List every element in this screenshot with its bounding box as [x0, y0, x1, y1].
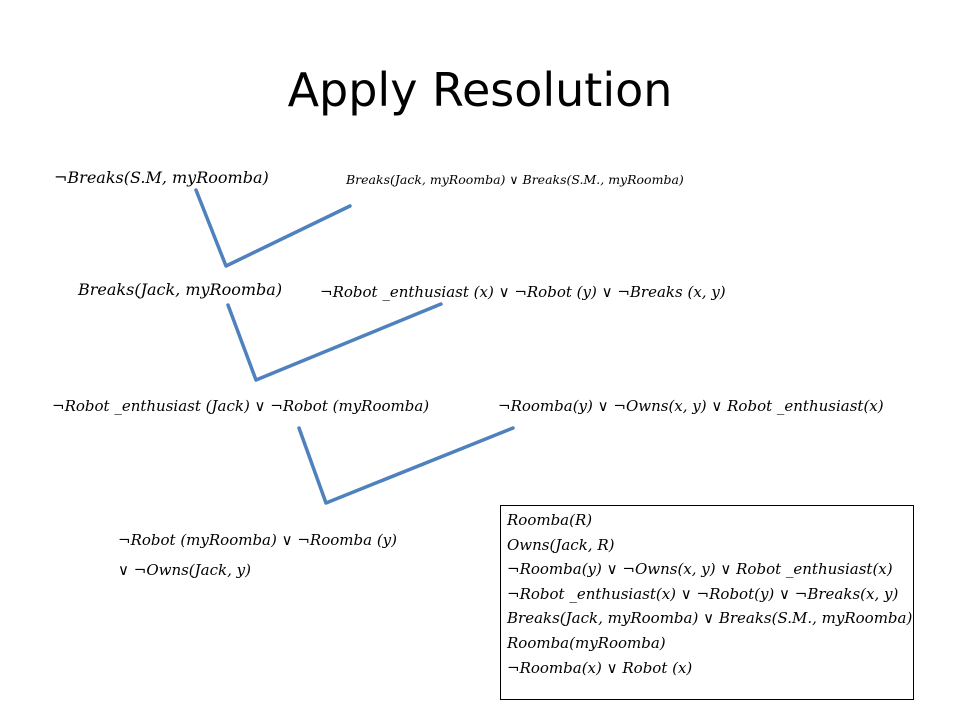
clause-final-resolvent-line-1: ¬Robot (myRoomba) ∨ ¬Roomba (y): [118, 531, 398, 549]
kb-clause: ¬Roomba(x) ∨ Robot (x): [507, 658, 693, 677]
connector-step-2: [226, 302, 443, 382]
knowledge-base-box: Roomba(R) Owns(Jack, R) ¬Roomba(y) ∨ ¬Ow…: [500, 505, 914, 700]
clause-breaks-disjunction: Breaks(Jack, myRoomba) ∨ Breaks(S.M., my…: [346, 172, 684, 187]
kb-clause: Breaks(Jack, myRoomba) ∨ Breaks(S.M., my…: [507, 609, 913, 628]
kb-clause: ¬Robot _enthusiast(x) ∨ ¬Robot(y) ∨ ¬Bre…: [507, 584, 899, 603]
connector-step-3: [297, 426, 515, 505]
clause-final-resolvent-line-2: ∨ ¬Owns(Jack, y): [118, 561, 251, 579]
slide-title: Apply Resolution: [287, 63, 673, 117]
clause-resolvent-jack: ¬Robot _enthusiast (Jack) ∨ ¬Robot (myRo…: [52, 397, 430, 415]
kb-clause: Owns(Jack, R): [507, 535, 615, 554]
kb-clause: Roomba(myRoomba): [507, 633, 666, 652]
clause-roomba-owns-rule: ¬Roomba(y) ∨ ¬Owns(x, y) ∨ Robot _enthus…: [498, 397, 884, 415]
kb-clause: Roomba(R): [507, 511, 593, 529]
clause-breaks-jack: Breaks(Jack, myRoomba): [78, 280, 283, 299]
clause-not-breaks-sm: ¬Breaks(S.M, myRoomba): [54, 168, 269, 187]
clause-robot-enthusiast-rule: ¬Robot _enthusiast (x) ∨ ¬Robot (y) ∨ ¬B…: [320, 283, 726, 301]
kb-clause: ¬Roomba(y) ∨ ¬Owns(x, y) ∨ Robot _enthus…: [507, 560, 893, 579]
connector-step-1: [194, 188, 352, 268]
